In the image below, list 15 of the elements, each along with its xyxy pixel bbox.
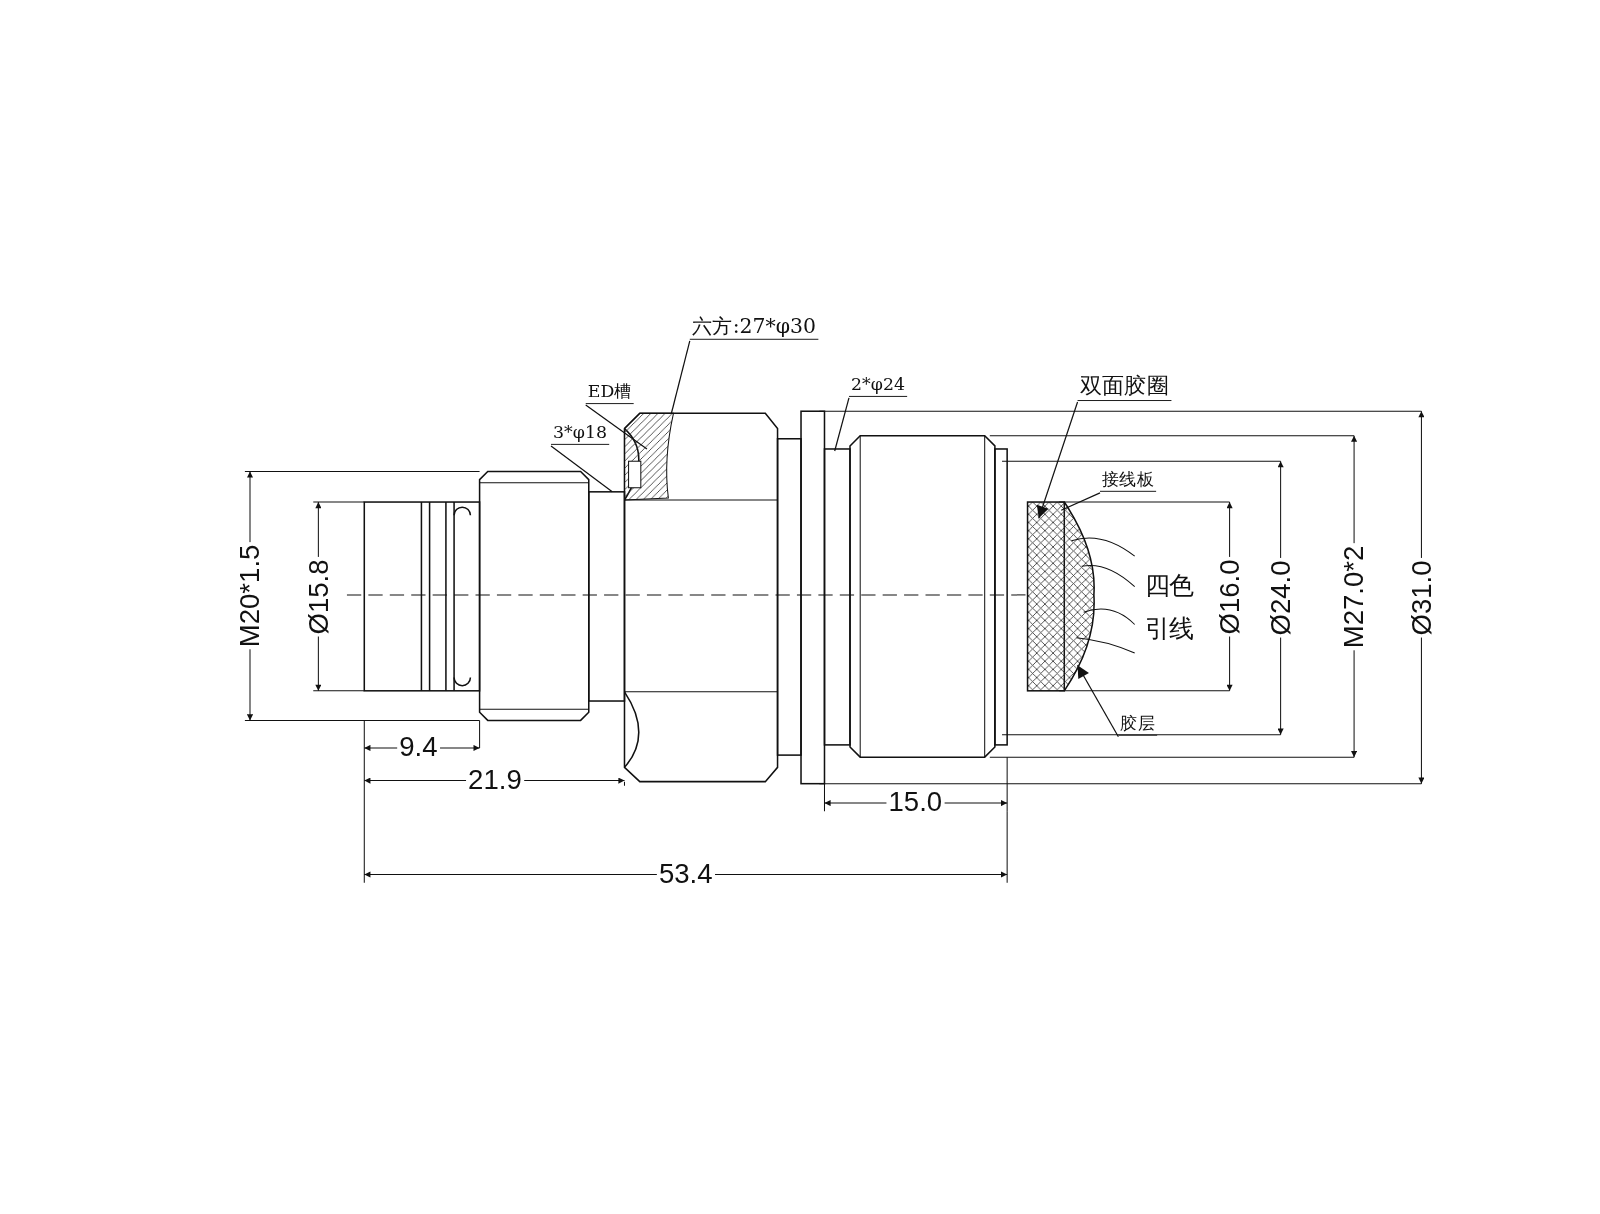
callout-label: 六方:27*φ30: [689, 312, 818, 340]
wire-label: 四色引线: [1143, 570, 1195, 645]
leader-line: [1060, 492, 1101, 511]
leader-line: [585, 404, 648, 450]
leader-line: [834, 397, 850, 452]
leader-arrow: [1036, 401, 1079, 519]
callout-label: 3*φ18: [551, 420, 610, 445]
leader-line: [670, 340, 691, 414]
callout-label: 胶层: [1118, 711, 1158, 736]
callout-label: 2*φ24: [849, 372, 907, 397]
callout-label: ED槽: [585, 379, 634, 405]
callout-label: 接线板: [1100, 467, 1157, 492]
callout-label: 双面胶圈: [1077, 371, 1172, 401]
leader-line: [550, 445, 613, 493]
leader-arrow: [1076, 664, 1119, 738]
